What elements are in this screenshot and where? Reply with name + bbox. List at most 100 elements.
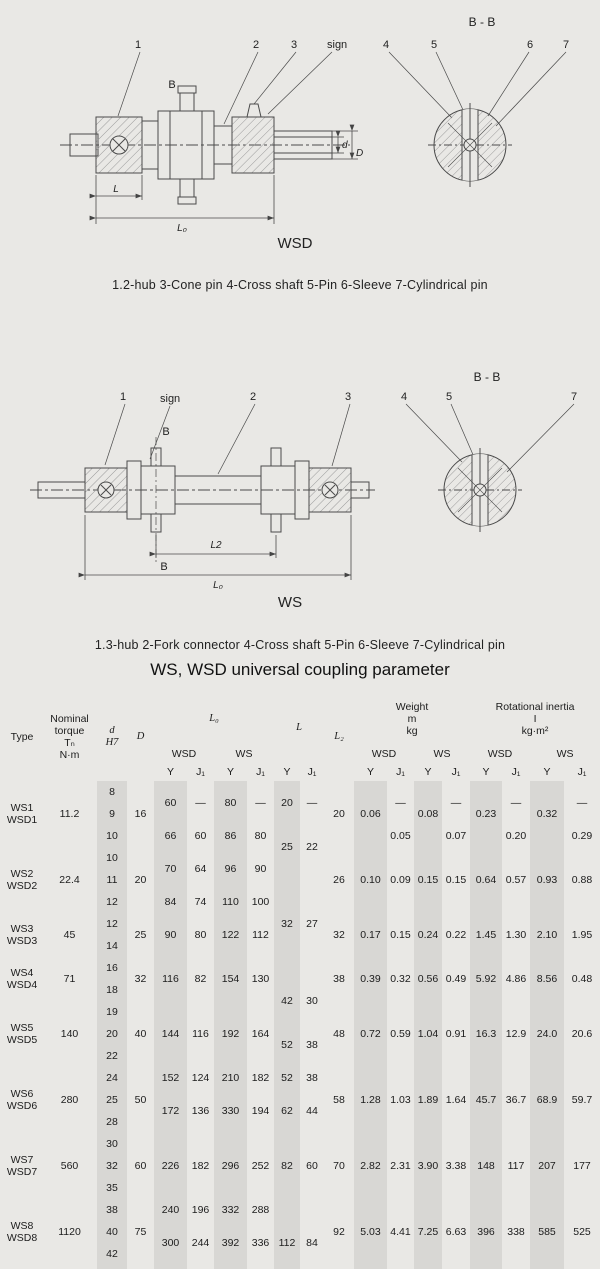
data-cell: 59.7 — [571, 1093, 593, 1106]
data-cell: 62 — [281, 1104, 293, 1117]
data-cell: 0.24 — [417, 928, 439, 941]
data-cell: 22 — [106, 1049, 118, 1062]
data-cell: 32 — [134, 972, 147, 985]
wsd-callout-7: 7 — [563, 39, 569, 51]
data-cell: 3.38 — [445, 1159, 467, 1172]
data-cell: 8.56 — [536, 972, 558, 985]
data-cell: 38 — [306, 1038, 318, 1051]
data-cell: 70 — [333, 1159, 345, 1172]
data-cell: 0.93 — [536, 873, 558, 886]
data-cell: 80 — [194, 928, 207, 941]
data-cell — [300, 1199, 324, 1221]
column-shading — [470, 781, 502, 1269]
data-cell: — — [450, 796, 462, 809]
data-cell: 36.7 — [505, 1093, 527, 1106]
data-cell: 116 — [162, 972, 179, 985]
data-cell: 44 — [306, 1104, 318, 1117]
wsd-callout-leaders — [117, 51, 567, 127]
data-cell: 0.48 — [571, 972, 593, 985]
data-cell: 122 — [221, 928, 240, 941]
data-cell: 48 — [333, 1027, 345, 1040]
data-cell: 177 — [573, 1159, 591, 1172]
data-cell: 25 — [134, 928, 147, 941]
data-cell: 50 — [134, 1093, 147, 1106]
data-cell: 0.57 — [505, 873, 527, 886]
wsd-dimensions — [89, 124, 358, 224]
ws-callout-5: 5 — [446, 391, 452, 403]
data-cell: 332 — [221, 1203, 240, 1216]
data-cell: 194 — [251, 1104, 270, 1117]
header-cell: J₁ — [256, 765, 265, 778]
data-cell: 0.88 — [571, 873, 593, 886]
data-cell: 18 — [106, 983, 118, 996]
data-cell: 0.17 — [360, 928, 381, 941]
header-cell: J₁ — [511, 765, 521, 778]
header-cell: Y — [482, 765, 490, 778]
column-shading — [97, 781, 127, 1269]
data-cell: 42 — [106, 1247, 118, 1260]
data-cell: 144 — [161, 1027, 180, 1040]
data-cell: 2.31 — [390, 1159, 411, 1172]
data-cell: 16 — [134, 807, 147, 820]
data-cell: 4.86 — [505, 972, 527, 985]
data-cell: 80 — [254, 829, 267, 842]
wsd-side-view — [60, 85, 350, 205]
header-cell: Nominal torque Tₙ N·m — [50, 712, 89, 762]
wsd-section-view — [428, 103, 512, 187]
header-cell: Y — [166, 765, 174, 778]
data-cell: 20 — [106, 1027, 118, 1040]
data-cell: 136 — [191, 1104, 210, 1117]
data-cell: 86 — [224, 829, 237, 842]
wsd-diagram: B - B 1 2 3 sign 4 5 6 7 B L L₀ d D WSD — [60, 15, 569, 252]
column-shading — [414, 781, 442, 1269]
data-cell — [300, 957, 324, 979]
column-shading — [214, 781, 247, 1269]
data-cell: 0.15 — [417, 873, 439, 886]
data-cell: 90 — [164, 928, 177, 941]
ws-b-marker-bottom: B — [160, 561, 167, 573]
data-cell: 1.04 — [417, 1027, 439, 1040]
header-cell: WSD — [371, 747, 397, 760]
data-cell: 84 — [306, 1236, 318, 1249]
data-cell: 84 — [164, 895, 177, 908]
data-cell — [300, 869, 324, 913]
data-cell: 28 — [106, 1115, 118, 1128]
data-cell: 38 — [106, 1203, 118, 1216]
ws-model-label: WS — [278, 594, 302, 611]
wsd-callout-1: 1 — [135, 39, 141, 51]
header-cell: Y — [543, 765, 551, 778]
data-cell: 0.05 — [390, 829, 411, 842]
data-cell: 45 — [63, 928, 76, 941]
data-cell: — — [306, 796, 318, 809]
ws-sign-label: sign — [160, 393, 180, 405]
data-cell: 252 — [251, 1159, 270, 1172]
data-cell: 296 — [221, 1159, 240, 1172]
data-cell: 280 — [60, 1093, 79, 1106]
header-cell: J₁ — [577, 765, 587, 778]
ws-section-view — [438, 448, 522, 532]
data-cell: 1.45 — [475, 928, 497, 941]
data-cell: 0.91 — [445, 1027, 467, 1040]
data-cell: 0.23 — [475, 807, 497, 820]
data-cell: 0.64 — [475, 873, 497, 886]
data-cell: 52 — [281, 1038, 293, 1051]
data-cell: 0.32 — [536, 807, 558, 820]
data-cell: 14 — [106, 939, 118, 952]
data-cell: 1.28 — [360, 1093, 381, 1106]
column-shading — [274, 781, 300, 1269]
data-cell: 0.15 — [445, 873, 467, 886]
data-cell: 0.06 — [360, 807, 381, 820]
data-cell: 0.39 — [360, 972, 381, 985]
header-cell: WS — [556, 747, 574, 760]
header-cell: Y — [226, 765, 234, 778]
data-cell — [274, 935, 300, 957]
data-cell: 68.9 — [536, 1093, 558, 1106]
data-cell: 140 — [60, 1027, 79, 1040]
data-cell: 152 — [161, 1071, 180, 1084]
ws-callout-2: 2 — [250, 391, 256, 403]
wsd-callout-4: 4 — [383, 39, 389, 51]
data-cell: 1.95 — [571, 928, 593, 941]
data-cell: 124 — [191, 1071, 210, 1084]
header-cell: d H7 — [105, 724, 119, 748]
